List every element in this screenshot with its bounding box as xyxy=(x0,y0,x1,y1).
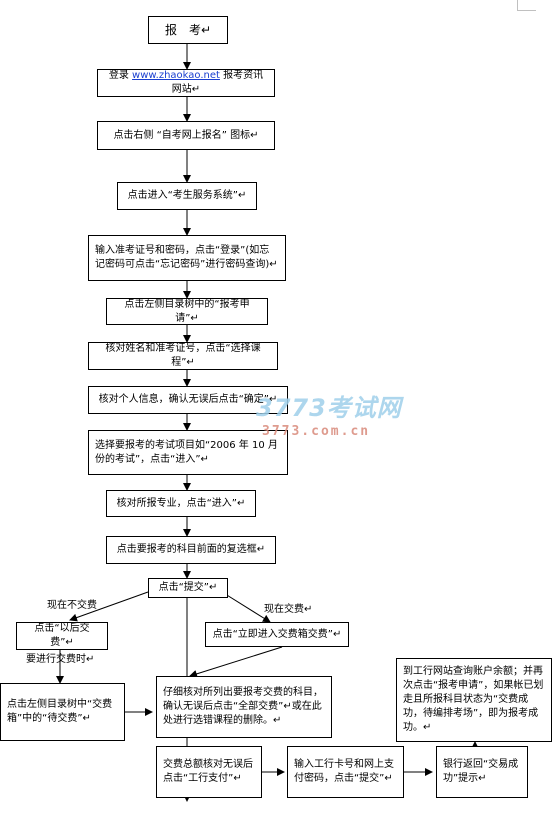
select-exam-box: 选择要报考的考试项目如“2006 年 10 月份的考试”，点击“进入”↵ xyxy=(88,430,288,475)
click-icon-label: 点击右侧 “自考网上报名” 图标↵ xyxy=(113,129,259,141)
corner-mark xyxy=(517,0,536,11)
login-box: 登录 www.zhaokao.net 报考资讯网站↵ xyxy=(97,69,275,97)
pending-label: 点击左侧目录树中“交费箱”中的“待交费”↵ xyxy=(7,699,113,724)
no-pay-label: 现在不交费 xyxy=(47,600,97,611)
check-major-label: 核对所报专业，点击“进入”↵ xyxy=(116,497,246,509)
apply-box: 点击左侧目录树中的“报考申请”↵ xyxy=(106,298,268,325)
pay-later-label: 点击“以后交费”↵ xyxy=(34,623,90,648)
bank-input-label: 输入工行卡号和网上支付密码，点击“提交”↵ xyxy=(294,759,394,784)
check-name-label: 核对姓名和准考证号，点击“选择课程”↵ xyxy=(105,343,261,368)
select-exam-label: 选择要报考的考试项目如“2006 年 10 月份的考试”，点击“进入”↵ xyxy=(95,439,278,465)
submit-box: 点击“提交”↵ xyxy=(148,578,228,598)
enter-system-box: 点击进入“考生服务系统”↵ xyxy=(117,182,257,210)
click-icon-box: 点击右侧 “自考网上报名” 图标↵ xyxy=(97,121,275,150)
pending-box: 点击左侧目录树中“交费箱”中的“待交费”↵ xyxy=(0,683,125,741)
pay-later-box: 点击“以后交费”↵ xyxy=(16,622,108,650)
total-check-box: 交费总额核对无误后点击“工行支付”↵ xyxy=(156,746,262,798)
check-name-box: 核对姓名和准考证号，点击“选择课程”↵ xyxy=(88,342,278,370)
check-info-label: 核对个人信息，确认无误后点击“确定”↵ xyxy=(98,394,278,405)
watermark-url: 3773.com.cn xyxy=(262,424,371,439)
input-id-box: 输入准考证号和密码，点击“登录”(如忘记密码可点击“忘记密码”进行密码查询)↵ xyxy=(88,235,286,281)
enter-system-label: 点击进入“考生服务系统”↵ xyxy=(127,190,247,201)
select-course-box: 点击要报考的科目前面的复选框↵ xyxy=(106,536,276,564)
pay-now-label: 现在交费↵ xyxy=(264,604,313,615)
zhaokao-link[interactable]: www.zhaokao.net xyxy=(132,70,220,81)
login-text: 登录 www.zhaokao.net 报考资讯网站↵ xyxy=(104,69,268,97)
pay-now-box-label: 点击“立即进入交费箱交费”↵ xyxy=(212,628,342,640)
need-pay-label: 要进行交费时↵ xyxy=(26,654,95,665)
start-box: 报 考↵ xyxy=(148,16,228,44)
bank-return-label: 银行返回“交易成功”提示↵ xyxy=(443,759,519,784)
final-label: 到工行网站查询账户余额；并再次点击“报考申请”，如果帐已划走且所报科目状态为“交… xyxy=(403,666,544,733)
final-box: 到工行网站查询账户余额；并再次点击“报考申请”，如果帐已划走且所报科目状态为“交… xyxy=(396,658,552,742)
bank-input-box: 输入工行卡号和网上支付密码，点击“提交”↵ xyxy=(287,746,404,798)
check-major-box: 核对所报专业，点击“进入”↵ xyxy=(106,490,256,517)
start-label: 报 考↵ xyxy=(164,23,212,37)
login-prefix: 登录 xyxy=(108,70,133,81)
check-info-box: 核对个人信息，确认无误后点击“确定”↵ xyxy=(88,386,288,414)
login-suffix: 报考资讯网站↵ xyxy=(171,70,264,95)
bank-return-box: 银行返回“交易成功”提示↵ xyxy=(436,746,528,798)
submit-label: 点击“提交”↵ xyxy=(158,582,218,593)
verify-label: 仔细核对所列出要报考交费的科目，确认无误后点击“全部交费”↵或在此处进行选错课程… xyxy=(163,687,323,726)
apply-label: 点击左侧目录树中的“报考申请”↵ xyxy=(124,298,250,324)
input-id-label: 输入准考证号和密码，点击“登录”(如忘记密码可点击“忘记密码”进行密码查询)↵ xyxy=(95,245,278,270)
watermark-logo: 3773考试网 xyxy=(256,394,402,422)
verify-box: 仔细核对所列出要报考交费的科目，确认无误后点击“全部交费”↵或在此处进行选错课程… xyxy=(156,676,332,738)
select-course-label: 点击要报考的科目前面的复选框↵ xyxy=(116,544,266,555)
pay-now-box: 点击“立即进入交费箱交费”↵ xyxy=(205,622,349,647)
total-check-label: 交费总额核对无误后点击“工行支付”↵ xyxy=(163,759,253,784)
